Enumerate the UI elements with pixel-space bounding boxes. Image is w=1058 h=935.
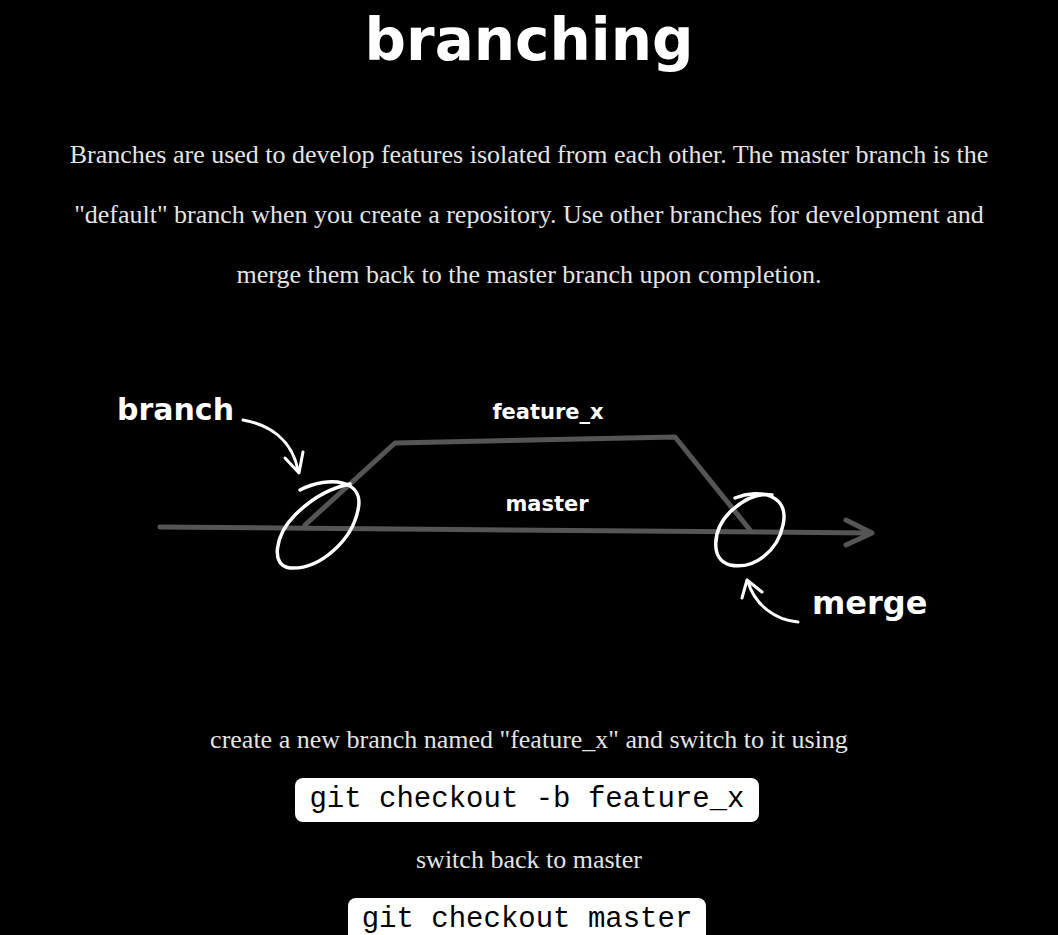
command-box: git checkout -b feature_x [295, 778, 758, 822]
intro-paragraph: Branches are used to develop features is… [49, 125, 1009, 305]
master-line [160, 527, 870, 533]
instruction-text: switch back to master [0, 830, 1058, 890]
feature-line [305, 437, 750, 530]
command-box: git checkout master [348, 898, 707, 935]
branch-circle [277, 482, 359, 568]
branch-pointer-head [285, 452, 303, 473]
master-arrowhead [846, 520, 872, 545]
instruction-text: create a new branch named "feature_x" an… [0, 710, 1058, 770]
branch-label: branch [117, 392, 234, 427]
page-title: branching [0, 5, 1058, 75]
feature-label: feature_x [492, 400, 603, 424]
merge-circle [716, 494, 784, 566]
command-text: git checkout -b feature_x [309, 781, 744, 819]
merge-label: merge [812, 584, 927, 622]
merge-pointer-head [742, 580, 762, 598]
command-text: git checkout master [362, 901, 693, 935]
master-label: master [505, 492, 588, 516]
